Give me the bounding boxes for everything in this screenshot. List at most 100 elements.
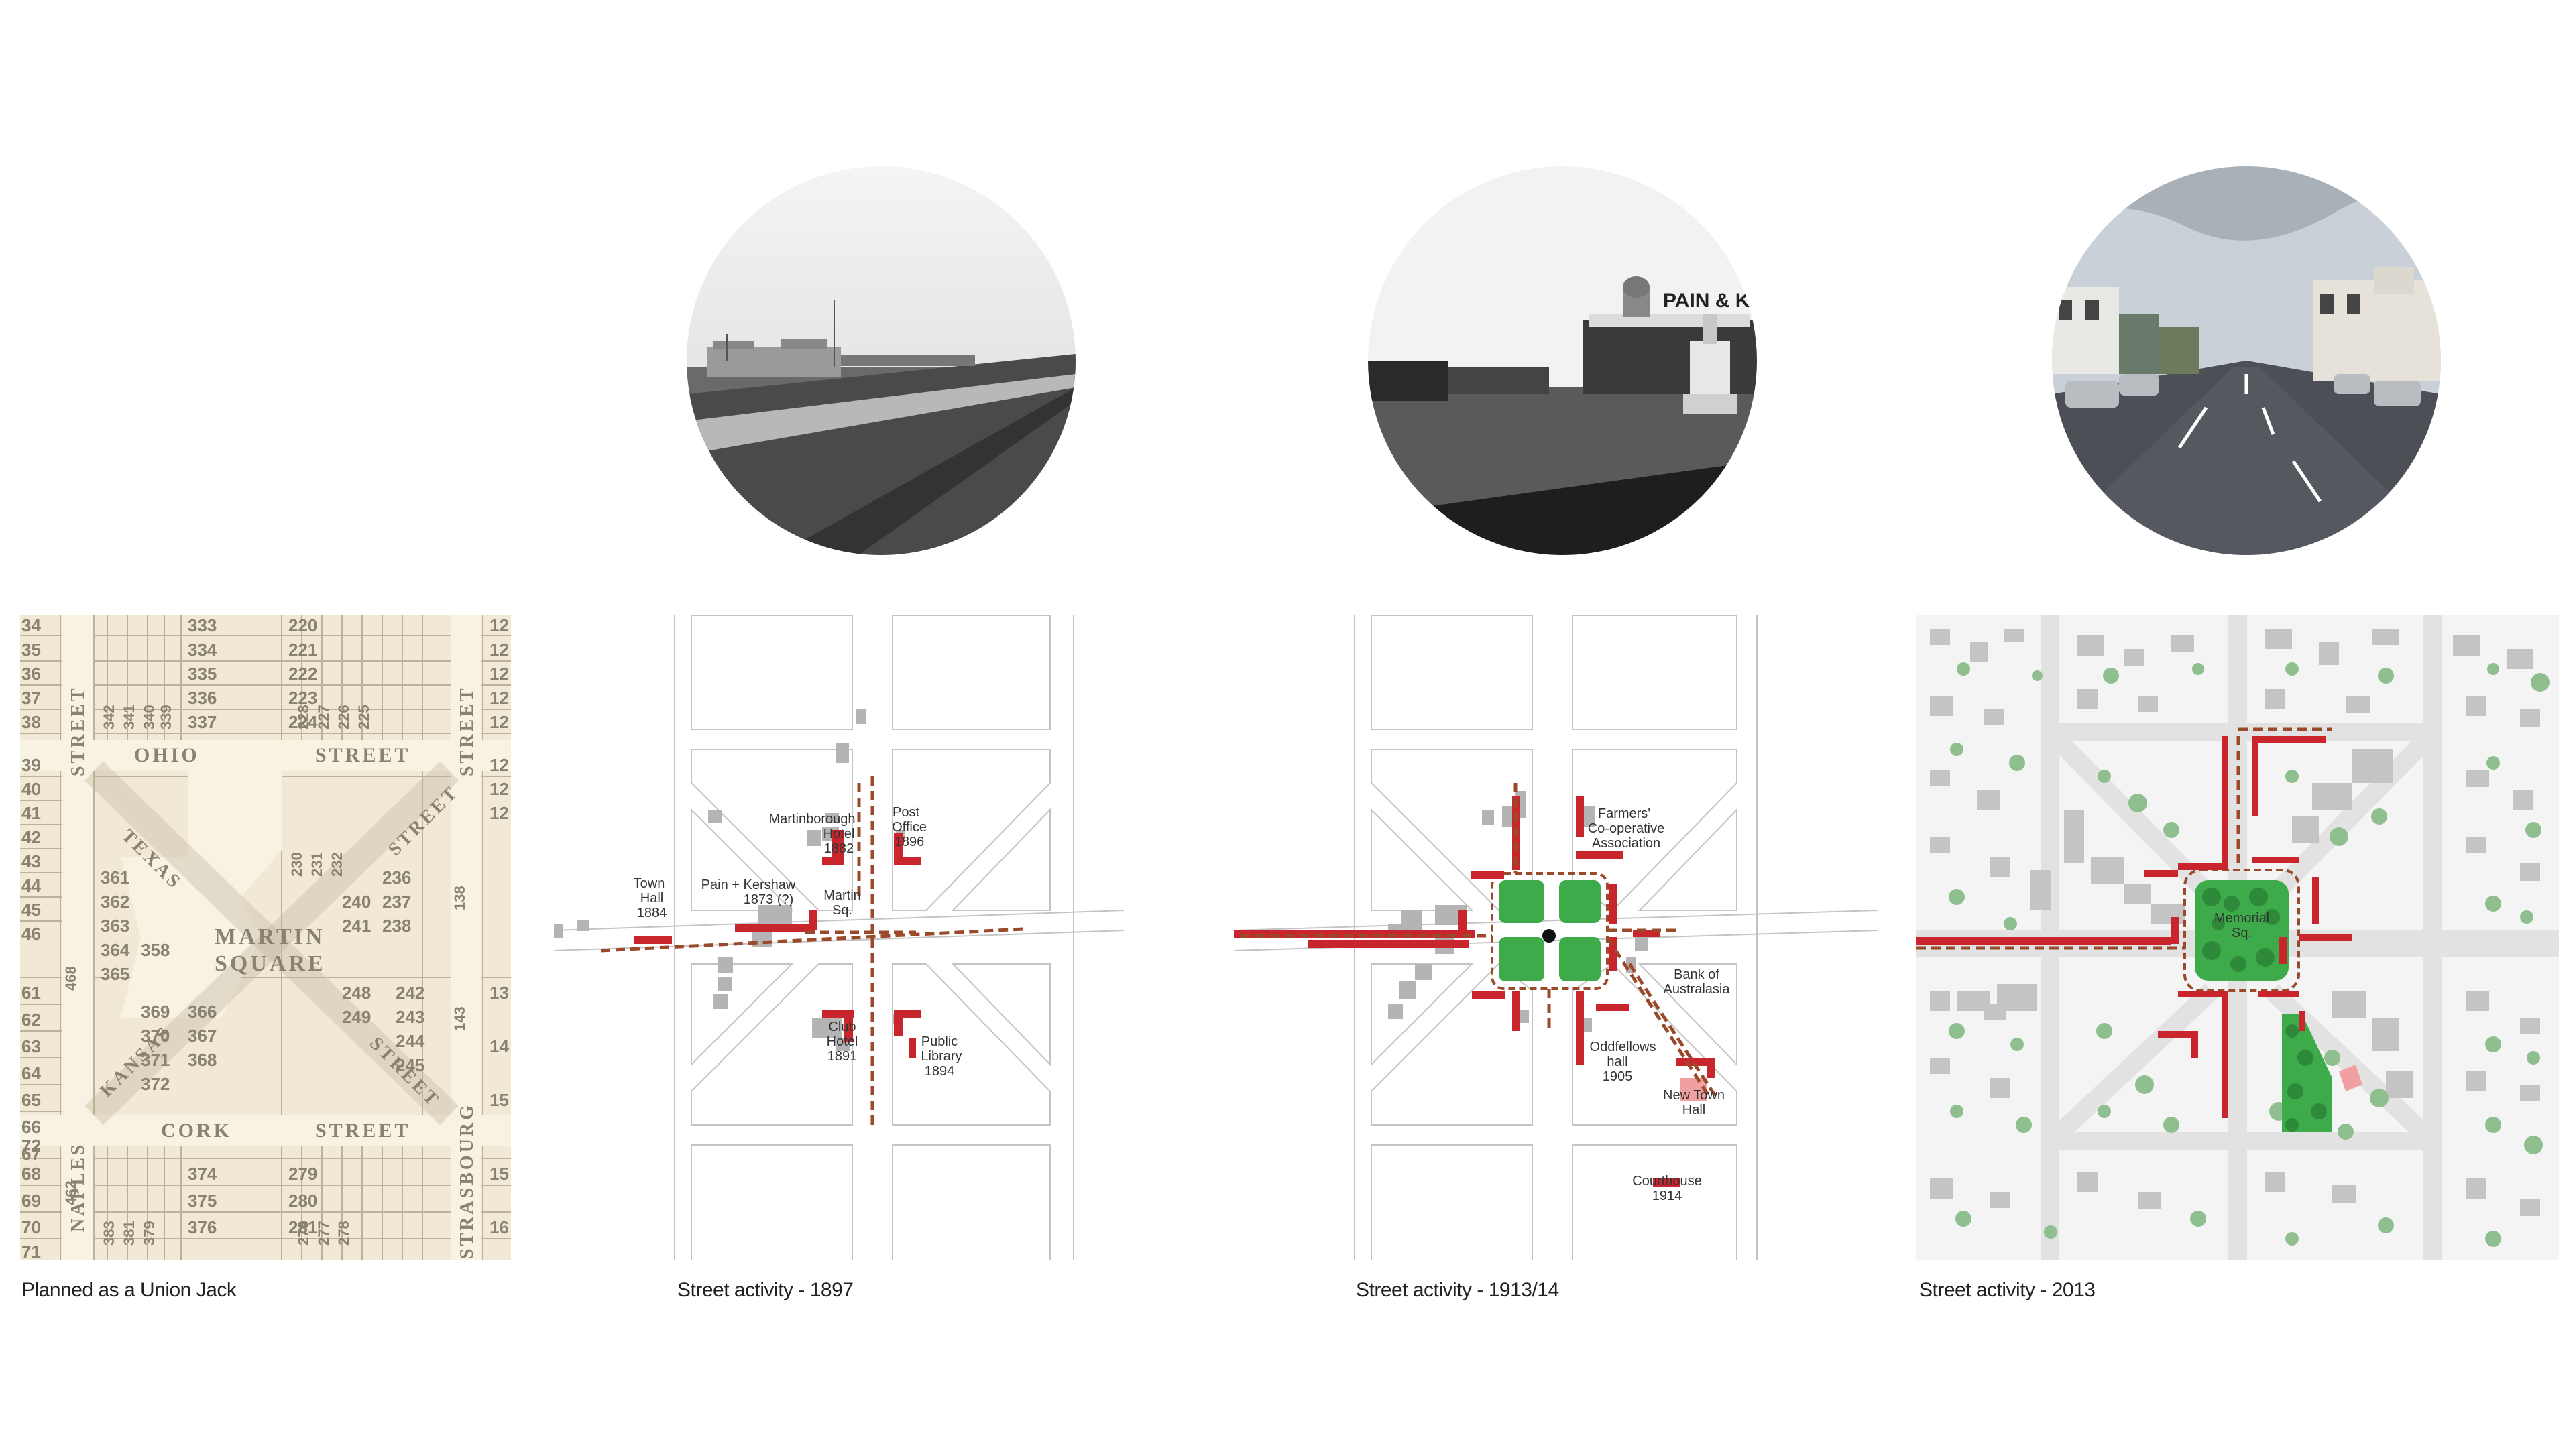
street-activity-1913-map: Farmers' Co-operative Association Bank o… <box>1234 615 1884 1260</box>
lot-number: 143 <box>451 1006 468 1031</box>
lot-number: 64 <box>21 1063 41 1083</box>
lot-number: 227 <box>315 705 332 729</box>
lot-number: 223 <box>288 688 317 708</box>
lot-number: 68 <box>21 1164 41 1184</box>
lot-number: 13 <box>490 983 509 1003</box>
lot-number: 468 <box>62 966 79 991</box>
lot-number: 241 <box>342 916 371 936</box>
map-1913-panel: Farmers' Co-operative Association Bank o… <box>1234 615 1884 1260</box>
lot-number: 374 <box>188 1164 217 1184</box>
lot-number: 222 <box>288 664 317 684</box>
lot-number: 38 <box>21 712 41 732</box>
lot-number: 12 <box>490 803 509 823</box>
lot-number: 220 <box>288 615 317 635</box>
lot-number: 39 <box>21 755 41 775</box>
lot-number: 277 <box>315 1221 332 1246</box>
label-town-hall: Town <box>634 876 665 891</box>
lot-number: 362 <box>101 892 129 912</box>
lot-number: 372 <box>141 1074 170 1094</box>
lot-number: 40 <box>21 779 41 799</box>
label-post-office-year: 1896 <box>895 835 925 849</box>
label-public-library-2: Library <box>921 1049 962 1064</box>
lot-number: 65 <box>21 1090 41 1110</box>
label-pain-kershaw: Pain + Kershaw <box>701 877 796 892</box>
lot-number: 240 <box>342 892 371 912</box>
label-oddfellows-2: hall <box>1607 1054 1627 1069</box>
photo-1897-street <box>687 166 1076 555</box>
lot-number: 375 <box>188 1191 217 1211</box>
label-town-hall-year: 1884 <box>637 906 667 920</box>
photo-2013-street <box>2052 166 2441 555</box>
lot-number: 35 <box>21 640 41 660</box>
label-martinborough-hotel-year: 1882 <box>824 841 854 856</box>
lot-number: 249 <box>342 1007 371 1027</box>
ohio-street-label: OHIO <box>134 744 200 766</box>
label-farmers-2: Co-operative <box>1588 821 1665 836</box>
town-center-point <box>1542 929 1556 943</box>
lot-number: 369 <box>141 1002 170 1022</box>
lot-number: 365 <box>101 964 129 984</box>
lot-number: 358 <box>141 940 170 960</box>
label-bank-2: Australasia <box>1664 982 1731 997</box>
strasbourg-street-label: STRASBOURG <box>457 1103 477 1259</box>
lot-number: 71 <box>21 1241 41 1260</box>
lot-number: 280 <box>288 1191 317 1211</box>
lot-number: 371 <box>141 1050 170 1070</box>
caption-2013: Street activity - 2013 <box>1919 1279 2096 1301</box>
lot-number: 245 <box>396 1055 424 1075</box>
lot-number: 61 <box>21 983 41 1003</box>
lot-number: 237 <box>382 892 411 912</box>
lot-number: 243 <box>396 1007 424 1027</box>
naples-street-label: NAPLES <box>68 1142 89 1232</box>
label-bank: Bank of <box>1674 967 1719 982</box>
label-martinborough-hotel: Martinborough <box>769 812 856 827</box>
street-activity-1897-map: Martinborough Hotel 1882 Post Office 189… <box>554 615 1124 1260</box>
label-memorial-sq: Memorial <box>2214 911 2269 926</box>
street-right-label: STREET <box>457 686 477 777</box>
old-town-plan-map: OHIO STREET CORK STREET MARTIN SQUARE TE… <box>20 615 511 1260</box>
lot-number: 248 <box>342 983 371 1003</box>
new-town-hall-building <box>1680 1078 1707 1101</box>
lot-number: 43 <box>21 851 41 871</box>
lot-number: 228 <box>295 705 312 729</box>
lot-number: 63 <box>21 1036 41 1056</box>
lot-number: 70 <box>21 1217 41 1237</box>
lot-number: 339 <box>158 705 174 729</box>
lot-number: 281 <box>288 1217 317 1237</box>
lot-number: 366 <box>188 1002 217 1022</box>
label-oddfellows-year: 1905 <box>1603 1069 1633 1084</box>
lot-number: 337 <box>188 712 217 732</box>
lot-number: 41 <box>21 803 41 823</box>
lot-number: 138 <box>451 886 468 910</box>
label-new-town-hall: New Town <box>1663 1088 1725 1103</box>
lot-number: 278 <box>335 1221 352 1246</box>
lot-number: 12 <box>490 688 509 708</box>
lot-number: 276 <box>295 1221 312 1246</box>
map-1897-panel: Martinborough Hotel 1882 Post Office 189… <box>554 615 1124 1260</box>
lot-number: 364 <box>101 940 130 960</box>
lot-number: 12 <box>490 640 509 660</box>
lot-number: 335 <box>188 664 217 684</box>
town-hall-pink-building <box>2339 1065 2362 1091</box>
lot-number: 12 <box>490 712 509 732</box>
lot-number: 341 <box>121 705 137 729</box>
lot-number: 36 <box>21 664 41 684</box>
label-farmers: Farmers' <box>1598 806 1650 821</box>
lot-number: 368 <box>188 1050 217 1070</box>
cork-street-label: CORK <box>161 1119 232 1142</box>
street-left-label: STREET <box>68 686 89 777</box>
lot-number: 230 <box>288 852 305 877</box>
lot-number: 15 <box>490 1090 509 1110</box>
lot-number: 279 <box>288 1164 317 1184</box>
lot-number: 34 <box>21 615 41 635</box>
lot-number: 462 <box>62 1180 79 1205</box>
lot-number: 231 <box>308 852 325 877</box>
label-pain-kershaw-year: 1873 (?) <box>744 892 794 907</box>
caption-plan: Planned as a Union Jack <box>21 1279 237 1301</box>
square-label: SQUARE <box>215 951 326 976</box>
lot-number: 16 <box>490 1217 509 1237</box>
lot-number: 381 <box>121 1221 137 1246</box>
lot-number: 342 <box>101 705 117 729</box>
lot-number: 363 <box>101 916 129 936</box>
lot-number: 333 <box>188 615 217 635</box>
